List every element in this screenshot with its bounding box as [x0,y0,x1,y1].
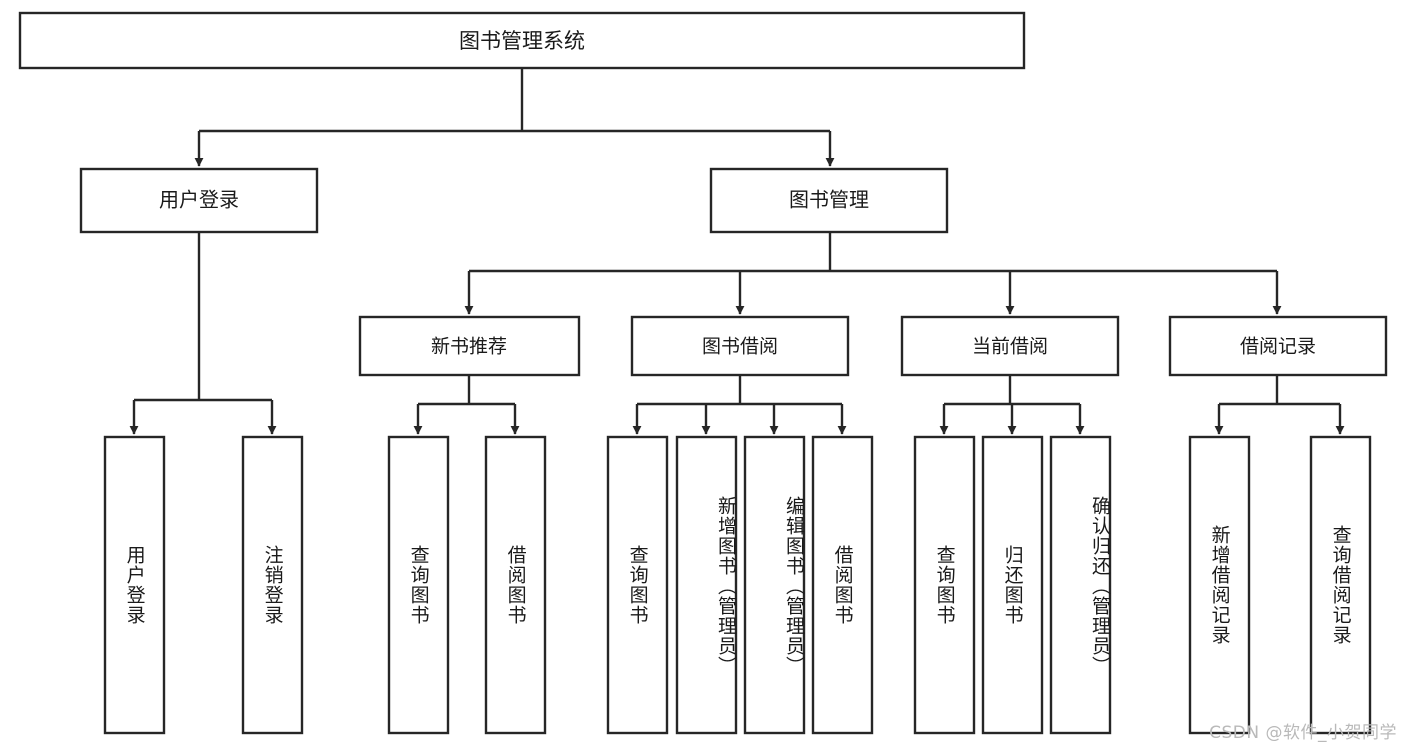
node-borrow-record-label: 借阅记录 [1240,336,1316,358]
node-current-borrow[interactable]: 当前借阅 [900,315,1120,377]
node-root[interactable]: 图书管理系统 [18,11,1026,70]
node-book-manage-box[interactable] [709,167,949,234]
connector-group-user-login [129,232,277,435]
node-book-borrow-label: 图书借阅 [702,336,778,358]
connector-group-book-manage [464,232,1282,315]
leaf-box-user-login[interactable] [103,435,166,735]
node-book-manage[interactable]: 图书管理 [709,167,949,234]
node-book-manage-label: 图书管理 [789,188,869,212]
node-book-borrow-box[interactable] [630,315,850,377]
node-borrow-record-box[interactable] [1168,315,1388,377]
node-new-book-recommend[interactable]: 新书推荐 [358,315,581,377]
connector-group-root [194,68,835,167]
node-user-login-label: 用户登录 [159,188,239,212]
connector-group-book-borrow [632,375,847,435]
node-current-borrow-label: 当前借阅 [972,336,1048,358]
leaf-box-group [103,435,1372,735]
node-borrow-record[interactable]: 借阅记录 [1168,315,1388,377]
leaf-box-borrow-book-2[interactable] [811,435,874,735]
node-current-borrow-box[interactable] [900,315,1120,377]
node-new-book-recommend-box[interactable] [358,315,581,377]
leaf-box-add-record[interactable] [1188,435,1251,735]
leaf-box-add-book[interactable] [675,435,738,735]
node-book-borrow[interactable]: 图书借阅 [630,315,850,377]
connector-group-borrow-record [1214,375,1345,435]
node-root-label: 图书管理系统 [459,29,585,53]
leaf-box-borrow-book-1[interactable] [484,435,547,735]
node-new-book-recommend-label: 新书推荐 [431,336,507,358]
node-user-login[interactable]: 用户登录 [79,167,319,234]
leaf-box-confirm-return[interactable] [1049,435,1112,735]
connector-group-new-book-recommend [413,375,520,435]
watermark-text: CSDN @软件_小贺同学 [1209,723,1397,743]
node-root-box[interactable] [18,11,1026,70]
leaf-box-query-book-2[interactable] [606,435,669,735]
leaf-box-logout[interactable] [241,435,304,735]
leaf-box-query-book-3[interactable] [913,435,976,735]
leaf-box-edit-book[interactable] [743,435,806,735]
leaf-box-return-book[interactable] [981,435,1044,735]
leaf-box-query-record[interactable] [1309,435,1372,735]
leaf-box-query-book-1[interactable] [387,435,450,735]
connector-group-current-borrow [939,375,1085,435]
node-user-login-box[interactable] [79,167,319,234]
